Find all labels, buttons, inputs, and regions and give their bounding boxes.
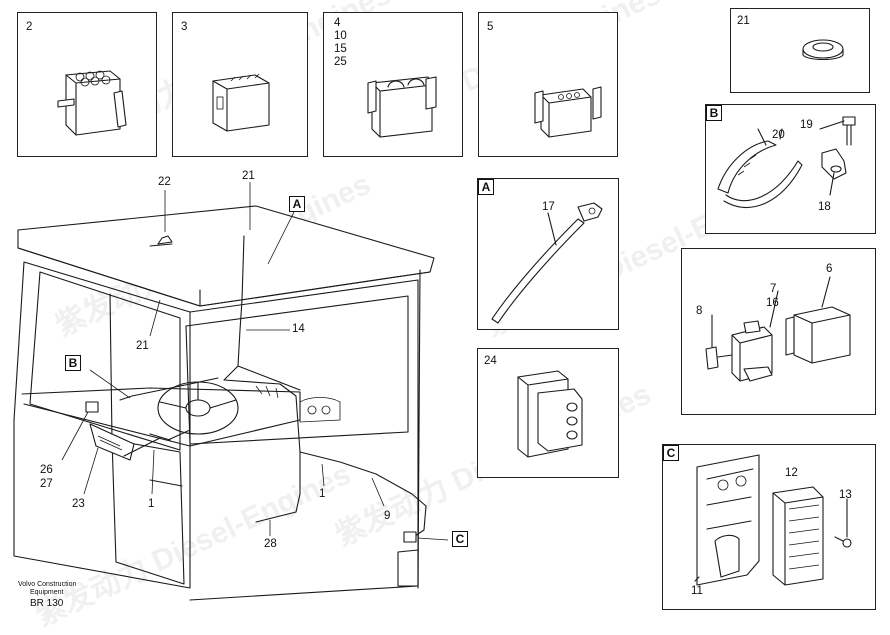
connector-assembly-drawing <box>705 276 851 382</box>
footer-code: BR 130 <box>30 598 64 609</box>
part-label: 26 <box>40 464 53 476</box>
part-label: 12 <box>785 467 798 479</box>
part-label: 13 <box>839 489 852 501</box>
footer-company: Volvo Construction <box>18 581 77 588</box>
part-label: 19 <box>800 119 813 131</box>
detail-box-24: 24 <box>477 348 619 478</box>
part-label: 22 <box>158 176 171 188</box>
fuse-holder-bracket-drawing <box>694 454 852 586</box>
callout-tag-b: B <box>706 105 722 121</box>
connector-drawing <box>367 76 437 138</box>
detail-box-a: A 17 <box>477 178 619 330</box>
connector-drawing <box>57 70 127 136</box>
part-label: 21 <box>737 15 750 27</box>
part-label: 11 <box>691 585 703 597</box>
part-label: 6 <box>826 263 833 275</box>
part-label: 1 <box>148 498 155 510</box>
detail-box-b: B 20 19 18 <box>705 104 876 234</box>
callout-tag-a: A <box>478 179 494 195</box>
part-label: 5 <box>487 21 494 33</box>
detail-box-5: 5 <box>478 12 618 157</box>
part-label: 23 <box>72 498 85 510</box>
detail-box-21: 21 <box>730 8 870 93</box>
detail-box-3: 3 <box>172 12 308 157</box>
part-label: 17 <box>542 201 555 213</box>
detail-box-6-7-8-16: 7 16 6 8 <box>681 248 876 415</box>
part-label: 8 <box>696 305 703 317</box>
cable-tie-clamp-drawing <box>717 116 856 209</box>
cable-tie-drawing <box>491 202 603 324</box>
part-label: 24 <box>484 355 497 367</box>
relay-socket-drawing <box>517 370 583 458</box>
callout-tag-c: C <box>663 445 679 461</box>
part-label: 9 <box>384 510 391 522</box>
callout-tag-c: C <box>452 531 468 547</box>
footer: Volvo Construction Equipment BR 130 <box>18 581 77 609</box>
part-label: 3 <box>181 21 188 33</box>
part-label: 18 <box>818 201 831 213</box>
part-label: 2 <box>26 21 33 33</box>
connector-drawing <box>534 86 602 138</box>
detail-box-2: 2 <box>17 12 157 157</box>
part-label: 21 <box>136 340 149 352</box>
callout-tag-b: B <box>65 355 81 371</box>
watermark: 紫发动力 Diesel-Engines <box>50 167 376 343</box>
part-label: 28 <box>264 538 277 550</box>
callout-tag-a: A <box>289 196 305 212</box>
footer-company-sub: Equipment <box>30 589 64 596</box>
detail-box-c: C 12 13 11 <box>662 444 876 610</box>
part-label: 7 <box>770 283 777 295</box>
part-label: 27 <box>40 478 53 490</box>
part-label: 14 <box>292 323 305 335</box>
grommet-drawing <box>802 39 844 61</box>
connector-drawing <box>212 73 270 132</box>
part-label: 1 <box>319 488 326 500</box>
part-label: 21 <box>242 170 255 182</box>
